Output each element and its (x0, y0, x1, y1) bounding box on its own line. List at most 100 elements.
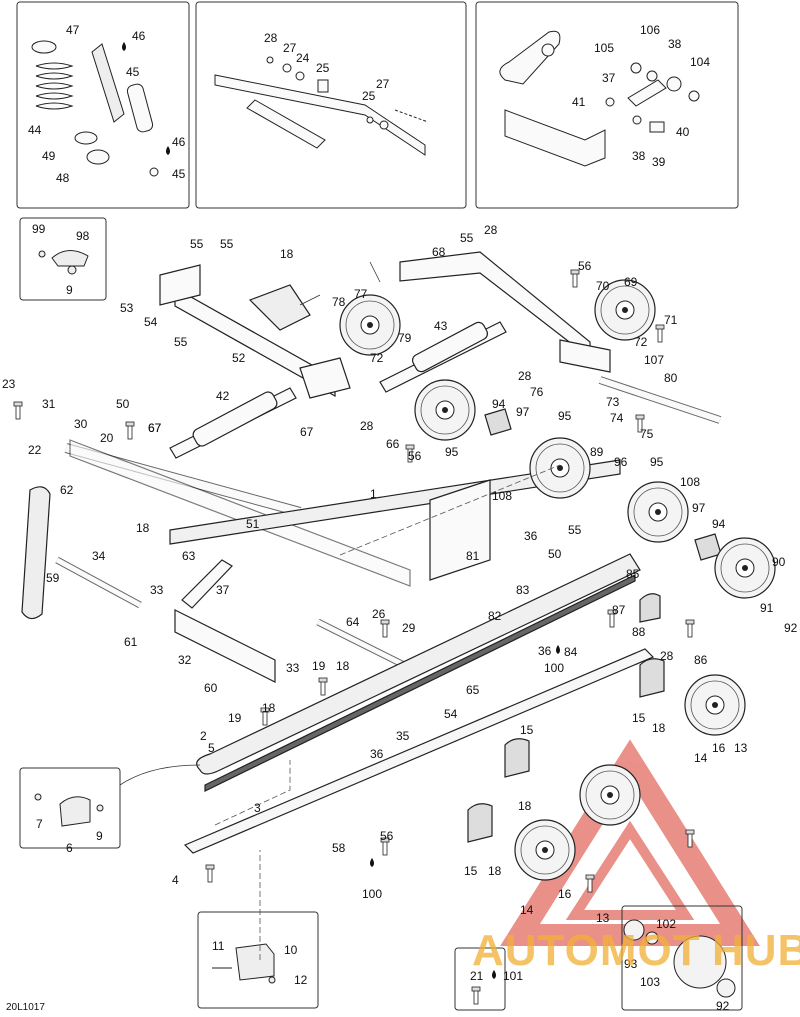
callout-18e: 18 (652, 721, 666, 735)
callout-64: 64 (346, 615, 360, 629)
callout-18b: 18 (136, 521, 150, 535)
callout-36c: 36 (370, 747, 384, 761)
callout-97a: 97 (516, 405, 530, 419)
leader-guides (214, 464, 561, 960)
callout-1: 1 (370, 487, 377, 501)
svg-text:HUB: HUB (712, 926, 800, 975)
callout-28a: 28 (360, 419, 374, 433)
lubricant-markers (122, 42, 560, 979)
diagram-code: 20L1017 (6, 1002, 45, 1013)
callout-21: 21 (470, 969, 484, 983)
callout-2: 2 (200, 729, 207, 743)
callout-14b: 14 (520, 903, 534, 917)
callout-63: 63 (182, 549, 196, 563)
callout-22: 22 (28, 443, 42, 457)
callout-31: 31 (42, 397, 56, 411)
callout-108a: 108 (492, 489, 512, 503)
callout-54: 54 (144, 315, 158, 329)
callout-67b: 67 (148, 421, 162, 435)
callout-55a: 55 (190, 237, 204, 251)
callout-54b: 54 (444, 707, 458, 721)
callout-50a: 50 (116, 397, 130, 411)
callout-98: 98 (76, 229, 90, 243)
callout-93: 93 (624, 957, 638, 971)
callout-28c: 28 (518, 369, 532, 383)
callout-23: 23 (2, 377, 16, 391)
callout-67c: 67 (148, 421, 162, 435)
callout-95b: 95 (558, 409, 572, 423)
callout-27b: 27 (376, 77, 390, 91)
callout-66: 66 (386, 437, 400, 451)
callout-83: 83 (516, 583, 530, 597)
callout-30: 30 (74, 417, 88, 431)
callout-55d: 55 (460, 231, 474, 245)
callout-53: 53 (120, 301, 134, 315)
callout-46b: 46 (172, 135, 186, 149)
callout-95c: 95 (650, 455, 664, 469)
callout-50b: 50 (548, 547, 562, 561)
callout-29: 29 (402, 621, 416, 635)
idler-wheel-95-a (414, 379, 476, 441)
callout-14a: 14 (694, 751, 708, 765)
inset-wheel-frame (621, 905, 743, 1011)
callout-61: 61 (124, 635, 138, 649)
callout-36b: 36 (538, 644, 552, 658)
callout-25b: 25 (362, 89, 376, 103)
callout-37: 37 (602, 71, 616, 85)
callout-96: 96 (614, 455, 628, 469)
callout-65: 65 (466, 683, 480, 697)
inset-bellcrank-drawing (499, 30, 700, 167)
callout-24: 24 (296, 51, 310, 65)
callout-75: 75 (640, 427, 654, 441)
inset-shock-frame (16, 1, 190, 209)
callout-32: 32 (178, 653, 192, 667)
callout-9b: 9 (96, 829, 103, 843)
callout-92b: 92 (716, 999, 730, 1013)
callout-55e: 55 (568, 523, 582, 537)
callout-7: 7 (36, 817, 43, 831)
callout-47: 47 (66, 23, 80, 37)
rear-wheel-14-c (579, 764, 641, 826)
callout-51: 51 (246, 517, 260, 531)
callout-46: 46 (132, 29, 146, 43)
arrows (119, 261, 381, 786)
callout-90: 90 (772, 555, 786, 569)
callout-62: 62 (60, 483, 74, 497)
callout-37b: 37 (216, 583, 230, 597)
callout-43: 43 (434, 319, 448, 333)
callout-45: 45 (126, 65, 140, 79)
inset-screw-frame (454, 947, 506, 1011)
callout-84: 84 (564, 645, 578, 659)
callout-11: 11 (212, 939, 225, 953)
callout-92: 92 (784, 621, 798, 635)
callout-15c: 15 (464, 864, 478, 878)
callout-108b: 108 (680, 475, 700, 489)
callout-104: 104 (690, 55, 710, 69)
callout-76: 76 (530, 385, 544, 399)
callout-68: 68 (432, 245, 446, 259)
callout-41: 41 (572, 95, 586, 109)
callout-28d: 28 (660, 649, 674, 663)
callout-94a: 94 (492, 397, 506, 411)
callout-91: 91 (760, 601, 774, 615)
callout-94b: 94 (712, 517, 726, 531)
inset-slider-drawing (212, 943, 276, 984)
callout-80: 80 (664, 371, 678, 385)
callout-18f: 18 (518, 799, 532, 813)
callout-40: 40 (676, 125, 690, 139)
callout-18a: 18 (280, 247, 294, 261)
idler-wheel-95-b (529, 437, 591, 499)
callout-19b: 19 (228, 711, 242, 725)
callout-82: 82 (488, 609, 502, 623)
inset-bracket-drawing (38, 250, 89, 275)
callout-27: 27 (283, 41, 297, 55)
callout-77: 77 (354, 287, 368, 301)
callout-58: 58 (332, 841, 346, 855)
inset-railtip-drawing (34, 793, 104, 827)
callout-26: 26 (372, 607, 386, 621)
inset-arm-frame (195, 1, 467, 209)
callout-15b: 15 (520, 723, 534, 737)
callout-67a: 67 (300, 425, 314, 439)
callout-59: 59 (46, 571, 60, 585)
callout-34: 34 (92, 549, 106, 563)
